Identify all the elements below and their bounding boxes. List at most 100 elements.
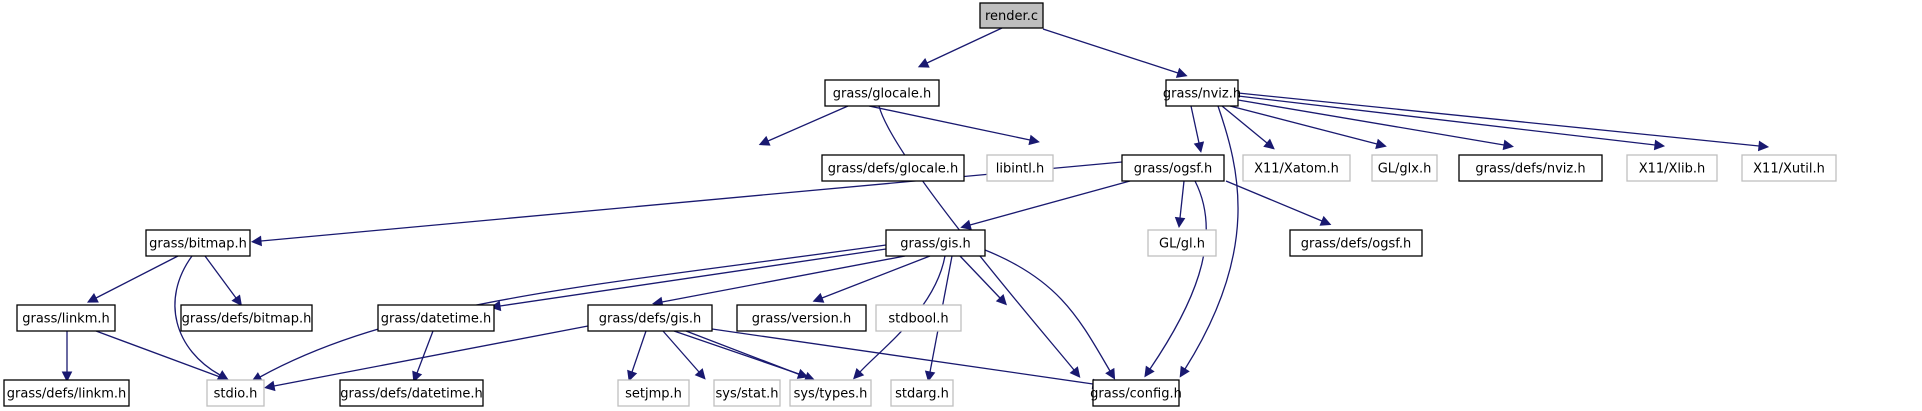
node-box	[1289, 229, 1423, 257]
arrowhead-icon	[1174, 216, 1186, 229]
node-config-h[interactable]: grass/config.h	[1090, 379, 1182, 407]
edge-defs-gis-h-to-stdio-h	[264, 325, 589, 392]
arrowhead-icon	[995, 293, 1007, 306]
edge-line	[711, 328, 1094, 385]
edge-line	[204, 255, 237, 299]
edge-line	[1179, 180, 1185, 219]
node-label: GL/gl.h	[1159, 237, 1205, 252]
edge-defs-gis-h-to-sys-stat-h	[662, 330, 706, 380]
node-label: sys/types.h	[794, 387, 868, 402]
edge-ogsf-h-to-defs-ogsf-h	[1225, 180, 1332, 226]
node-nviz-h[interactable]: grass/nviz.h	[1163, 79, 1241, 107]
edge-line	[273, 325, 589, 387]
node-stdio-h: stdio.h	[206, 379, 265, 407]
node-defs-datetime-h[interactable]: grass/defs/datetime.h	[339, 379, 484, 407]
node-label: GL/glx.h	[1378, 162, 1432, 177]
edge-nviz-h-to-xutil-h	[1237, 92, 1770, 152]
node-label: grass/defs/glocale.h	[828, 162, 958, 177]
node-ogsf-h[interactable]: grass/ogsf.h	[1121, 154, 1225, 182]
edge-line	[661, 255, 906, 303]
node-box	[180, 304, 313, 332]
node-xatom-h: X11/Xatom.h	[1242, 154, 1351, 182]
edge-line	[1237, 95, 1656, 146]
node-box	[377, 304, 495, 332]
node-bitmap-h[interactable]: grass/bitmap.h	[145, 229, 251, 257]
edge-ogsf-h-to-gis-h	[960, 180, 1131, 230]
arrowhead-icon	[264, 380, 276, 392]
node-linkm-h[interactable]: grass/linkm.h	[16, 304, 116, 332]
arrowhead-icon	[1757, 140, 1770, 152]
edge-line	[821, 255, 931, 299]
node-defs-gis-h[interactable]: grass/defs/gis.h	[587, 304, 713, 332]
edge-line	[868, 105, 1031, 141]
node-label: grass/version.h	[752, 312, 851, 327]
arrowhead-icon	[412, 370, 423, 383]
node-label: render.c	[985, 9, 1038, 24]
edge-nviz-h-to-glx-h	[1229, 105, 1387, 150]
node-defs-linkm-h[interactable]: grass/defs/linkm.h	[3, 379, 130, 407]
arrowhead-icon	[489, 300, 502, 312]
edge-line	[984, 249, 1111, 372]
arrowhead-icon	[1375, 138, 1387, 150]
arrowhead-icon	[1069, 366, 1081, 378]
node-label: grass/defs/linkm.h	[7, 387, 127, 402]
node-defs-bitmap-h[interactable]: grass/defs/bitmap.h	[180, 304, 313, 332]
edge-line	[260, 161, 1123, 242]
arrowhead-icon	[1319, 215, 1332, 226]
node-defs-nviz-h[interactable]: grass/defs/nviz.h	[1458, 154, 1603, 182]
arrowhead-icon	[86, 293, 99, 303]
node-defs-ogsf-h[interactable]: grass/defs/ogsf.h	[1289, 229, 1423, 257]
arrowhead-icon	[924, 370, 936, 382]
arrowhead-icon	[1028, 134, 1040, 146]
edge-line	[95, 255, 179, 299]
node-defs-glocale-h[interactable]: grass/defs/glocale.h	[821, 154, 965, 182]
node-label: grass/bitmap.h	[149, 237, 247, 252]
edge-nviz-h-to-ogsf-h	[1190, 105, 1205, 153]
node-label: X11/Xatom.h	[1254, 162, 1339, 177]
edge-line	[662, 330, 700, 373]
edge-nviz-h-to-defs-nviz-h	[1237, 99, 1514, 151]
edge-line	[259, 244, 887, 378]
node-label: grass/defs/bitmap.h	[182, 312, 312, 327]
edge-line	[1221, 105, 1268, 144]
edge-nviz-h-to-config-h	[1179, 105, 1239, 378]
node-box	[875, 304, 962, 332]
edges-layer	[61, 27, 1770, 392]
node-box	[1242, 154, 1351, 182]
node-box	[824, 79, 940, 107]
node-box	[145, 229, 251, 257]
arrowhead-icon	[812, 292, 825, 303]
node-version-h[interactable]: grass/version.h	[736, 304, 867, 332]
node-glocale-h[interactable]: grass/glocale.h	[824, 79, 940, 107]
node-glx-h: GL/glx.h	[1371, 154, 1438, 182]
node-label: grass/config.h	[1090, 387, 1182, 402]
node-gl-h: GL/gl.h	[1147, 229, 1217, 257]
node-xutil-h: X11/Xutil.h	[1741, 154, 1837, 182]
edge-gis-h-to-config-h	[984, 249, 1116, 380]
edge-render-c-to-nviz-h	[1042, 28, 1188, 78]
arrowhead-icon	[1653, 139, 1666, 151]
node-box	[339, 379, 484, 407]
node-stdarg-h: stdarg.h	[890, 379, 954, 407]
node-gis-h[interactable]: grass/gis.h	[885, 229, 986, 257]
node-label: grass/ogsf.h	[1134, 162, 1212, 177]
arrowhead-icon	[853, 367, 865, 380]
edge-gis-h-to-version-h	[812, 255, 931, 303]
arrowhead-icon	[1263, 138, 1275, 150]
node-render-c[interactable]: render.c	[979, 2, 1044, 29]
edge-line	[926, 27, 1003, 64]
node-label: grass/glocale.h	[833, 87, 931, 102]
edge-render-c-to-glocale-h	[917, 27, 1003, 68]
node-label: grass/defs/ogsf.h	[1301, 237, 1411, 252]
node-box	[1121, 154, 1225, 182]
node-datetime-h[interactable]: grass/datetime.h	[377, 304, 495, 332]
edge-line	[95, 330, 221, 378]
node-label: setjmp.h	[625, 387, 682, 402]
edge-line	[1042, 28, 1179, 74]
node-xlib-h: X11/Xlib.h	[1626, 154, 1718, 182]
arrowhead-icon	[627, 369, 638, 382]
node-sys-stat-h: sys/stat.h	[713, 379, 781, 407]
node-label: grass/linkm.h	[22, 312, 110, 327]
node-box	[1626, 154, 1718, 182]
